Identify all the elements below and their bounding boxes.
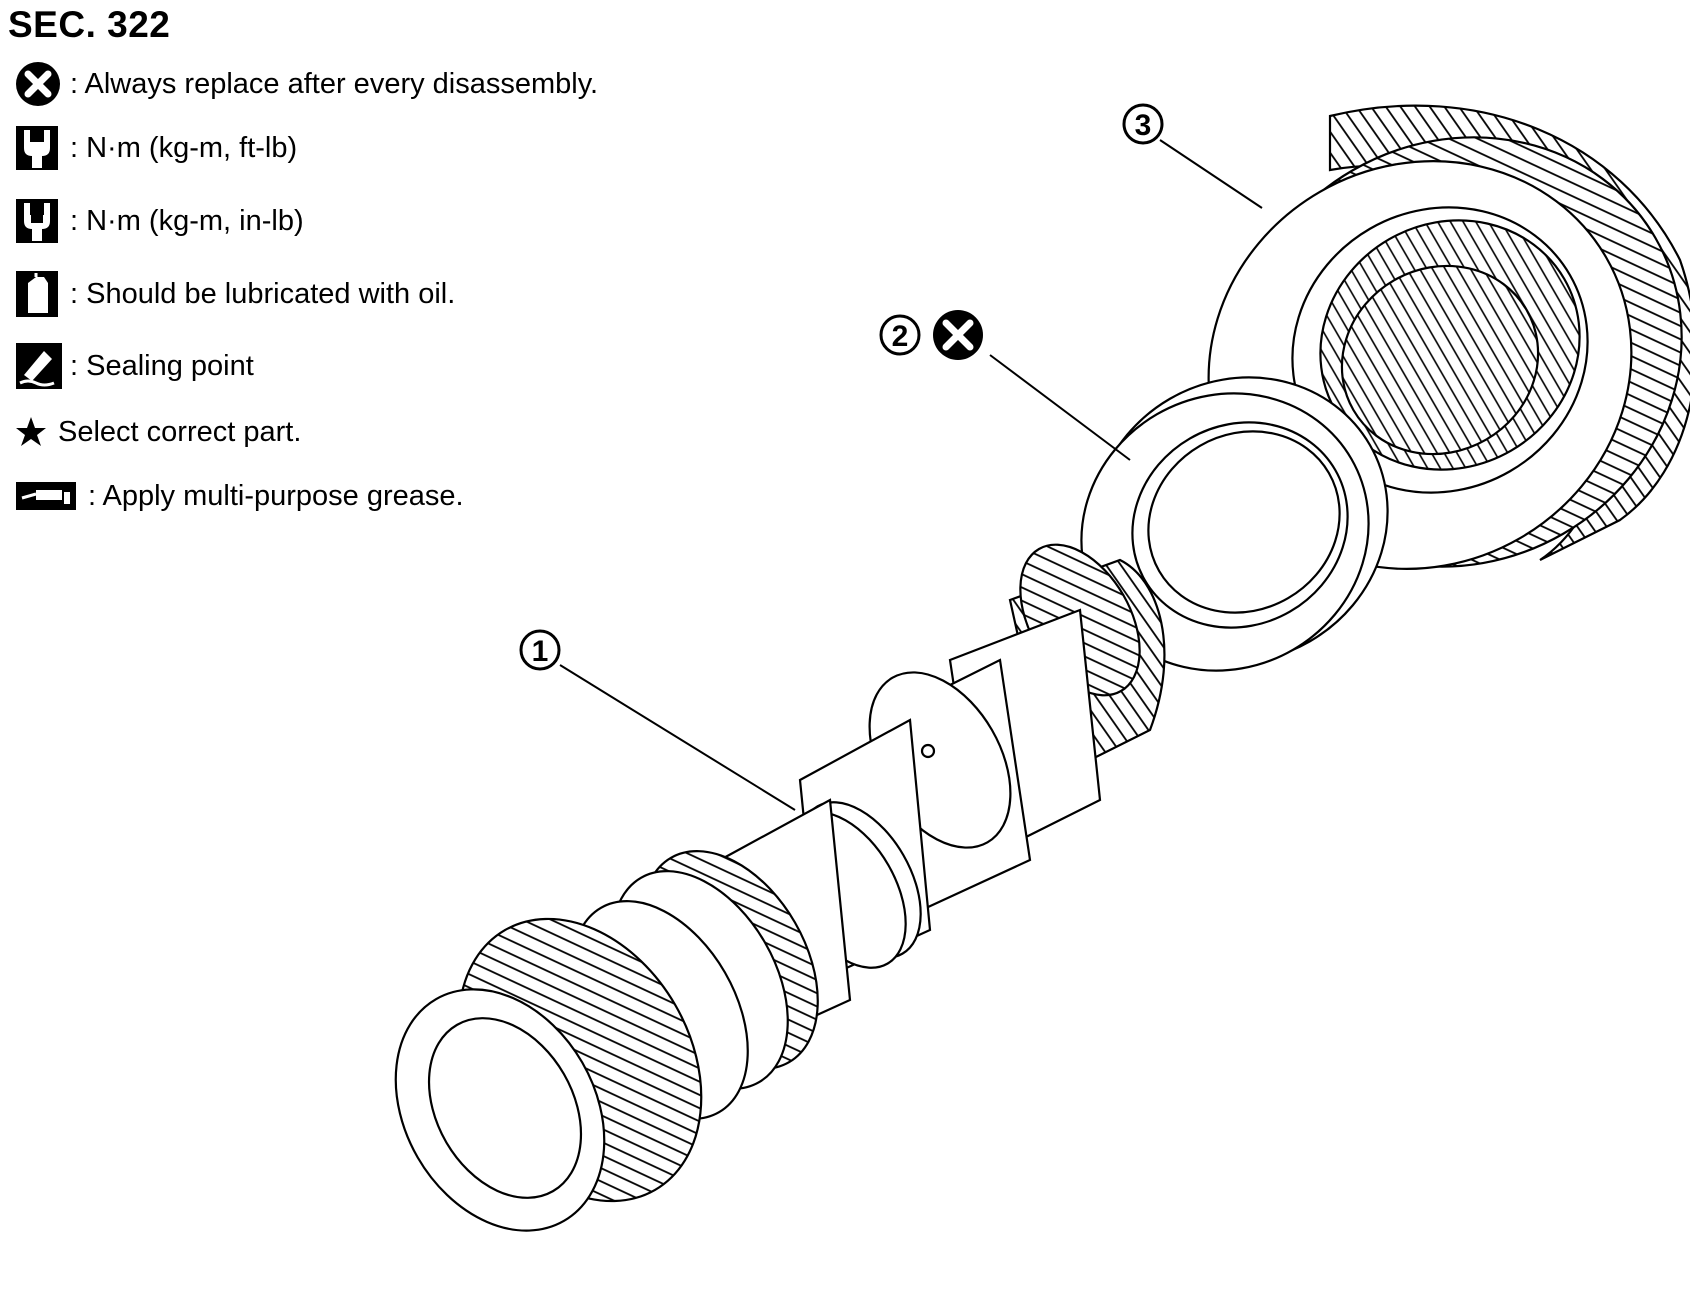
legend-text: : N·m (kg-m, in-lb) (70, 204, 304, 237)
legend-row-torque-in: : N·m (kg-m, in-lb) (14, 195, 304, 247)
legend-text: : Sealing point (70, 349, 254, 382)
legend-text: Select correct part. (58, 415, 302, 448)
oil-can-icon (14, 268, 70, 320)
grease-gun-icon (14, 470, 88, 522)
star-icon (14, 406, 58, 458)
always-replace-icon (933, 310, 983, 360)
sealing-point-icon (14, 340, 70, 392)
legend-row-select: Select correct part. (14, 406, 301, 458)
legend-row-grease: : Apply multi-purpose grease. (14, 470, 464, 522)
callout-1: 1 (519, 629, 796, 811)
legend-text: : N·m (kg-m, ft-lb) (70, 131, 298, 164)
legend-row-oil: : Should be lubricated with oil. (14, 268, 455, 320)
callout-number-2: 2 (892, 320, 909, 353)
callout-number-1: 1 (532, 635, 549, 668)
always-replace-icon (14, 58, 70, 110)
callout-3: 3 (1122, 103, 1263, 209)
callout-number-3: 3 (1135, 109, 1152, 142)
legend-row-torque-ft: : N·m (kg-m, ft-lb) (14, 122, 297, 174)
section-title: SEC. 322 (8, 4, 171, 45)
ring-gear (1207, 104, 1690, 570)
legend-row-sealing: : Sealing point (14, 340, 254, 392)
torque-wrench-filled-icon (14, 195, 70, 247)
shaft (394, 543, 1166, 1232)
callout-2: 2 (879, 310, 1131, 461)
torque-wrench-icon (14, 122, 70, 174)
legend-row-replace: : Always replace after every disassembly… (14, 58, 598, 110)
legend-text: : Always replace after every disassembly… (70, 67, 599, 100)
legend-text: : Should be lubricated with oil. (70, 277, 456, 310)
legend-text: : Apply multi-purpose grease. (88, 479, 464, 512)
